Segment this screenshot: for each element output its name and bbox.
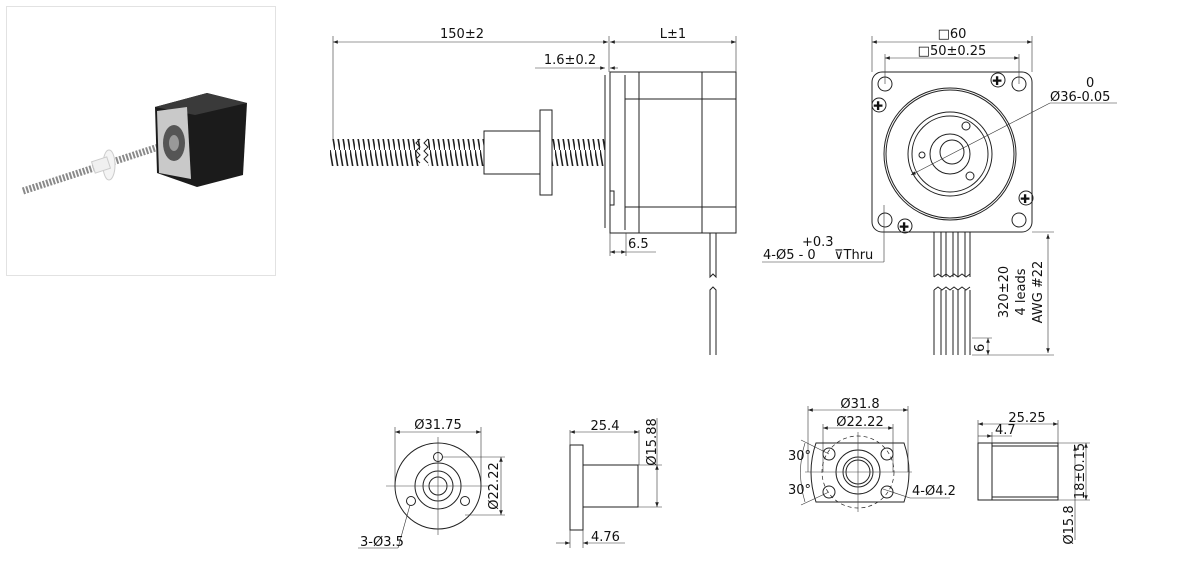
dim-flat-flange-thk: 4.7	[995, 423, 1016, 438]
dim-flat-body-dia: Ø15.8	[1062, 505, 1077, 544]
dim-round-body-dia: Ø15.88	[645, 418, 660, 465]
nut-body	[483, 130, 541, 175]
dim-angle-top: 30°	[788, 449, 811, 464]
svg-text:✚: ✚	[899, 220, 909, 234]
round-nut-side: 25.4 Ø15.88 4.76	[556, 418, 662, 548]
dim-flat-flange-dia: Ø31.8	[840, 397, 879, 412]
shaft	[939, 139, 965, 165]
lead-gauge: AWG #22	[1031, 261, 1046, 324]
dim-angle-bottom: 30°	[788, 483, 811, 498]
svg-text:✚: ✚	[1020, 192, 1030, 206]
dim-overall-length: 150±2	[440, 27, 484, 42]
dim-hole-tol: +0.3	[802, 235, 834, 250]
screw-icons: ✚ ✚ ✚ ✚	[871, 72, 1034, 234]
dim-body-length: L±1	[660, 27, 686, 42]
lead-count: 4 leads	[1014, 268, 1029, 315]
front-view: ✚ ✚ ✚ ✚ □60 □50±0.25 0 Ø36-0.05 +0.3 4-Ø…	[762, 27, 1117, 356]
mounting-holes	[877, 76, 1027, 228]
dim-flat-width: 18±0.15	[1073, 443, 1088, 499]
dim-boss-length: 6.5	[628, 237, 649, 252]
side-view: 150±2 L±1 1.6±0.2 6.5	[330, 27, 737, 355]
product-photo	[6, 6, 276, 276]
flat-nut-side: 25.25 4.7 18±0.15 Ø15.8	[977, 411, 1090, 545]
svg-text:✚: ✚	[873, 99, 883, 113]
lead-screw-thread	[330, 139, 420, 166]
dim-flange-thickness: 1.6±0.2	[544, 53, 596, 68]
dim-round-length: 25.4	[591, 419, 620, 434]
dim-round-flange-dia: Ø31.75	[414, 418, 461, 433]
dim-frame-size: □60	[938, 27, 967, 42]
dim-hole-spacing: □50±0.25	[918, 44, 987, 59]
motor-body	[609, 71, 737, 234]
dim-pilot-tol: 0	[1086, 76, 1094, 91]
dim-round-holes: 3-Ø3.5	[360, 535, 404, 550]
flat-nut-front: Ø31.8 Ø22.22 30° 30° 4-Ø4.2	[788, 397, 956, 512]
dim-lead-strip: 6	[973, 344, 988, 352]
svg-text:✚: ✚	[992, 74, 1002, 88]
dim-flat-bolt-circle: Ø22.22	[836, 415, 883, 430]
motor-face	[871, 71, 1033, 233]
dim-lead-length: 320±20	[997, 266, 1012, 318]
dim-round-flange-thk: 4.76	[591, 530, 620, 545]
nut-flange	[539, 109, 553, 196]
lead-wires	[933, 232, 971, 355]
round-nut-front: Ø31.75 Ø22.22 3-Ø3.5	[358, 418, 505, 550]
linear-actuator-photo	[21, 93, 247, 195]
dim-hole-spec: 4-Ø5 - 0	[763, 248, 816, 263]
dim-hole-depth: ⊽Thru	[834, 248, 873, 263]
dim-flat-holes: 4-Ø4.2	[912, 484, 956, 499]
dim-flat-length: 25.25	[1008, 411, 1045, 426]
lead-wire	[709, 233, 717, 355]
dim-pilot-diameter: Ø36-0.05	[1050, 90, 1110, 105]
dim-round-bolt-circle: Ø22.22	[487, 462, 502, 509]
break-line	[415, 138, 429, 164]
